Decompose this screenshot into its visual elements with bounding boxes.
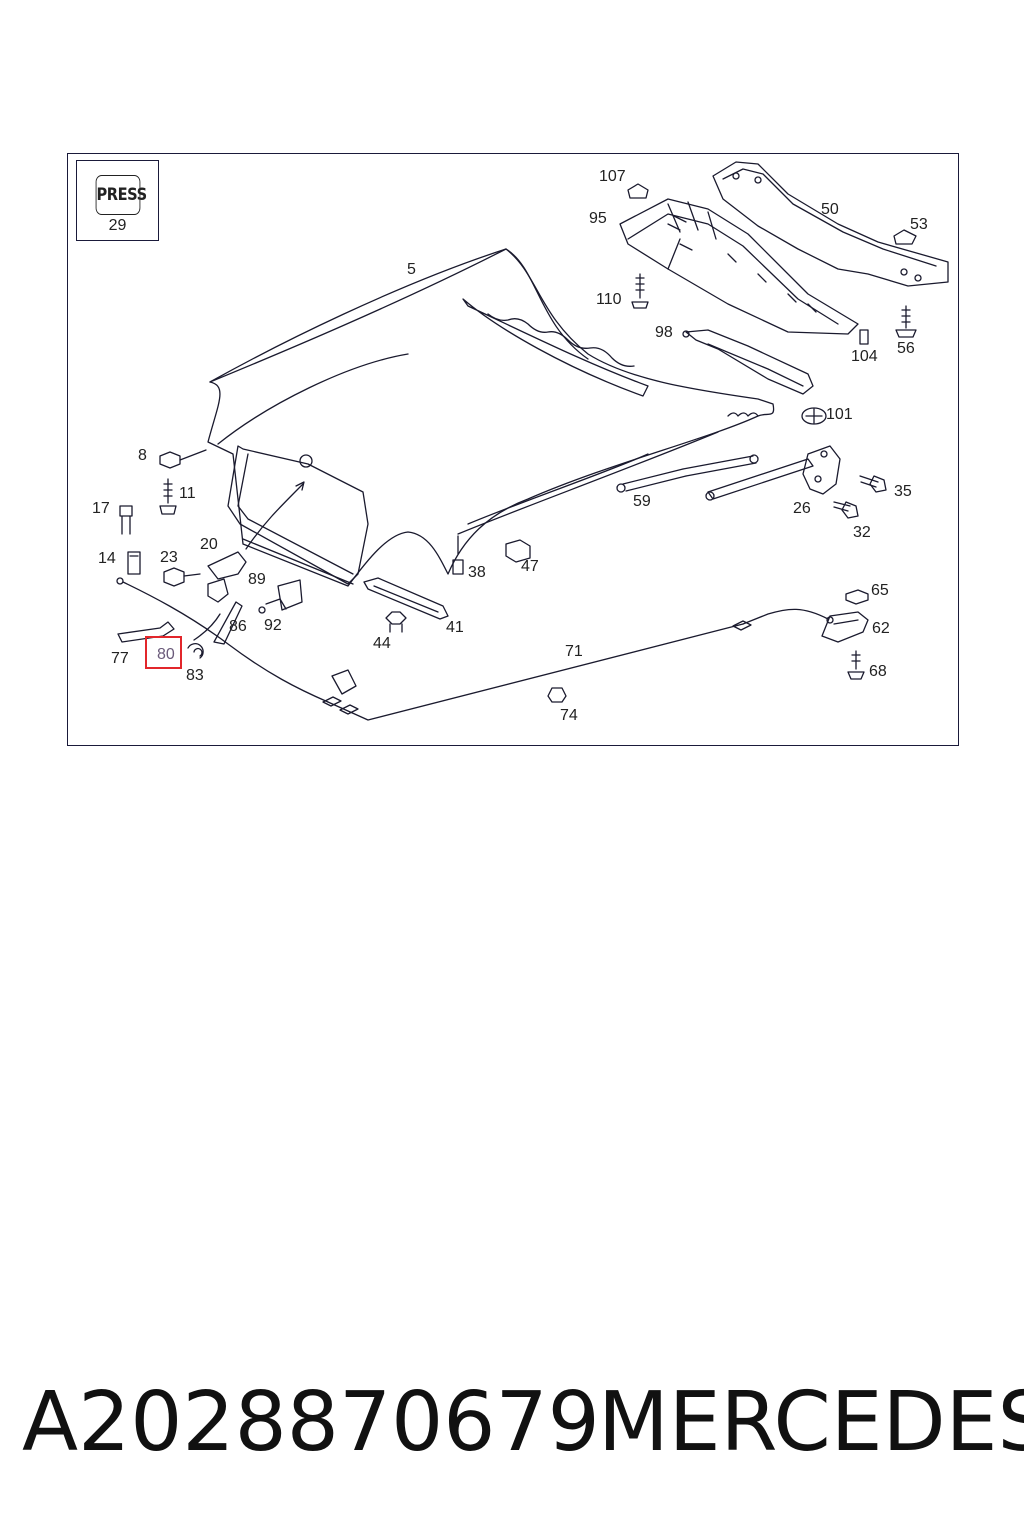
callout-104: 104: [851, 348, 878, 365]
callout-62: 62: [872, 620, 890, 637]
callout-11: 11: [179, 485, 196, 502]
latch-20: [193, 481, 305, 641]
callout-41: 41: [446, 619, 464, 636]
clip-74: [547, 687, 567, 703]
bracket-89: [277, 579, 303, 611]
callout-56: 56: [897, 340, 915, 357]
callout-26: 26: [793, 500, 811, 517]
nut-8: [159, 449, 207, 469]
bracket-14: [127, 551, 141, 575]
seal-41: [363, 577, 449, 620]
callout-14: 14: [98, 550, 116, 567]
release-handle-77: [117, 621, 175, 643]
hood-trim-panel: [712, 161, 949, 287]
stop-38: [452, 535, 464, 575]
bolt-32: [833, 501, 859, 519]
callout-59: 59: [633, 493, 651, 510]
parts-diagram: PRESS 29 5 107 95 50 53 110 98 104 56 10…: [67, 153, 959, 746]
catch-65: [845, 589, 869, 605]
callout-23: 23: [160, 549, 178, 566]
callout-71: 71: [565, 643, 583, 660]
screw-11: [159, 478, 177, 515]
clip-53: [893, 229, 917, 245]
callout-38: 38: [468, 564, 486, 581]
bolt-35: [859, 475, 887, 493]
callout-53: 53: [910, 216, 928, 233]
callout-50: 50: [821, 201, 839, 218]
grommet-101: [801, 407, 827, 425]
clip-92: [258, 598, 287, 614]
callout-35: 35: [894, 483, 912, 500]
callout-74: 74: [560, 707, 578, 724]
callout-17: 17: [92, 500, 110, 517]
callout-86: 86: [229, 618, 247, 635]
screw-110: [631, 273, 649, 309]
hinge-26: [705, 445, 841, 501]
callout-68: 68: [869, 663, 887, 680]
callout-95: 95: [589, 210, 607, 227]
callout-92: 92: [264, 617, 282, 634]
callout-47: 47: [521, 558, 539, 575]
clip-107: [627, 183, 649, 199]
part-number: A2028870679: [22, 1375, 600, 1470]
callout-110: 110: [596, 291, 622, 308]
callout-80-highlighted: 80: [145, 636, 182, 669]
bolt-17: [119, 505, 133, 535]
brand-name: MERCEDES: [598, 1375, 1024, 1470]
screw-68: [847, 650, 865, 680]
gas-strut-59: [616, 454, 759, 493]
press-number: 29: [108, 217, 127, 234]
callout-89: 89: [248, 571, 266, 588]
pad-86: [213, 601, 243, 645]
plug-44: [385, 611, 407, 633]
hood-exploded-view-illustration: [116, 161, 949, 721]
strip-98: [682, 329, 814, 395]
buffer-47: [505, 539, 531, 563]
callout-101: 101: [826, 406, 853, 423]
catch-62: [821, 611, 869, 643]
clip-104: [859, 329, 869, 345]
callout-77: 77: [111, 650, 129, 667]
callout-8: 8: [138, 447, 147, 464]
callout-65: 65: [871, 582, 889, 599]
callout-5: 5: [407, 261, 416, 278]
callout-98: 98: [655, 324, 673, 341]
release-cable-71: [116, 577, 834, 721]
hood-frame: [619, 198, 859, 335]
callout-107: 107: [599, 168, 626, 185]
bolt-23: [163, 567, 201, 587]
callout-44: 44: [373, 635, 391, 652]
press-badge: PRESS: [95, 175, 147, 215]
press-legend-box: PRESS 29: [76, 160, 159, 241]
clip-83: [187, 643, 204, 659]
callout-32: 32: [853, 524, 871, 541]
bolt-56: [895, 305, 917, 338]
hood-panel: [207, 248, 775, 587]
callout-83: 83: [186, 667, 204, 684]
callout-20: 20: [200, 536, 218, 553]
